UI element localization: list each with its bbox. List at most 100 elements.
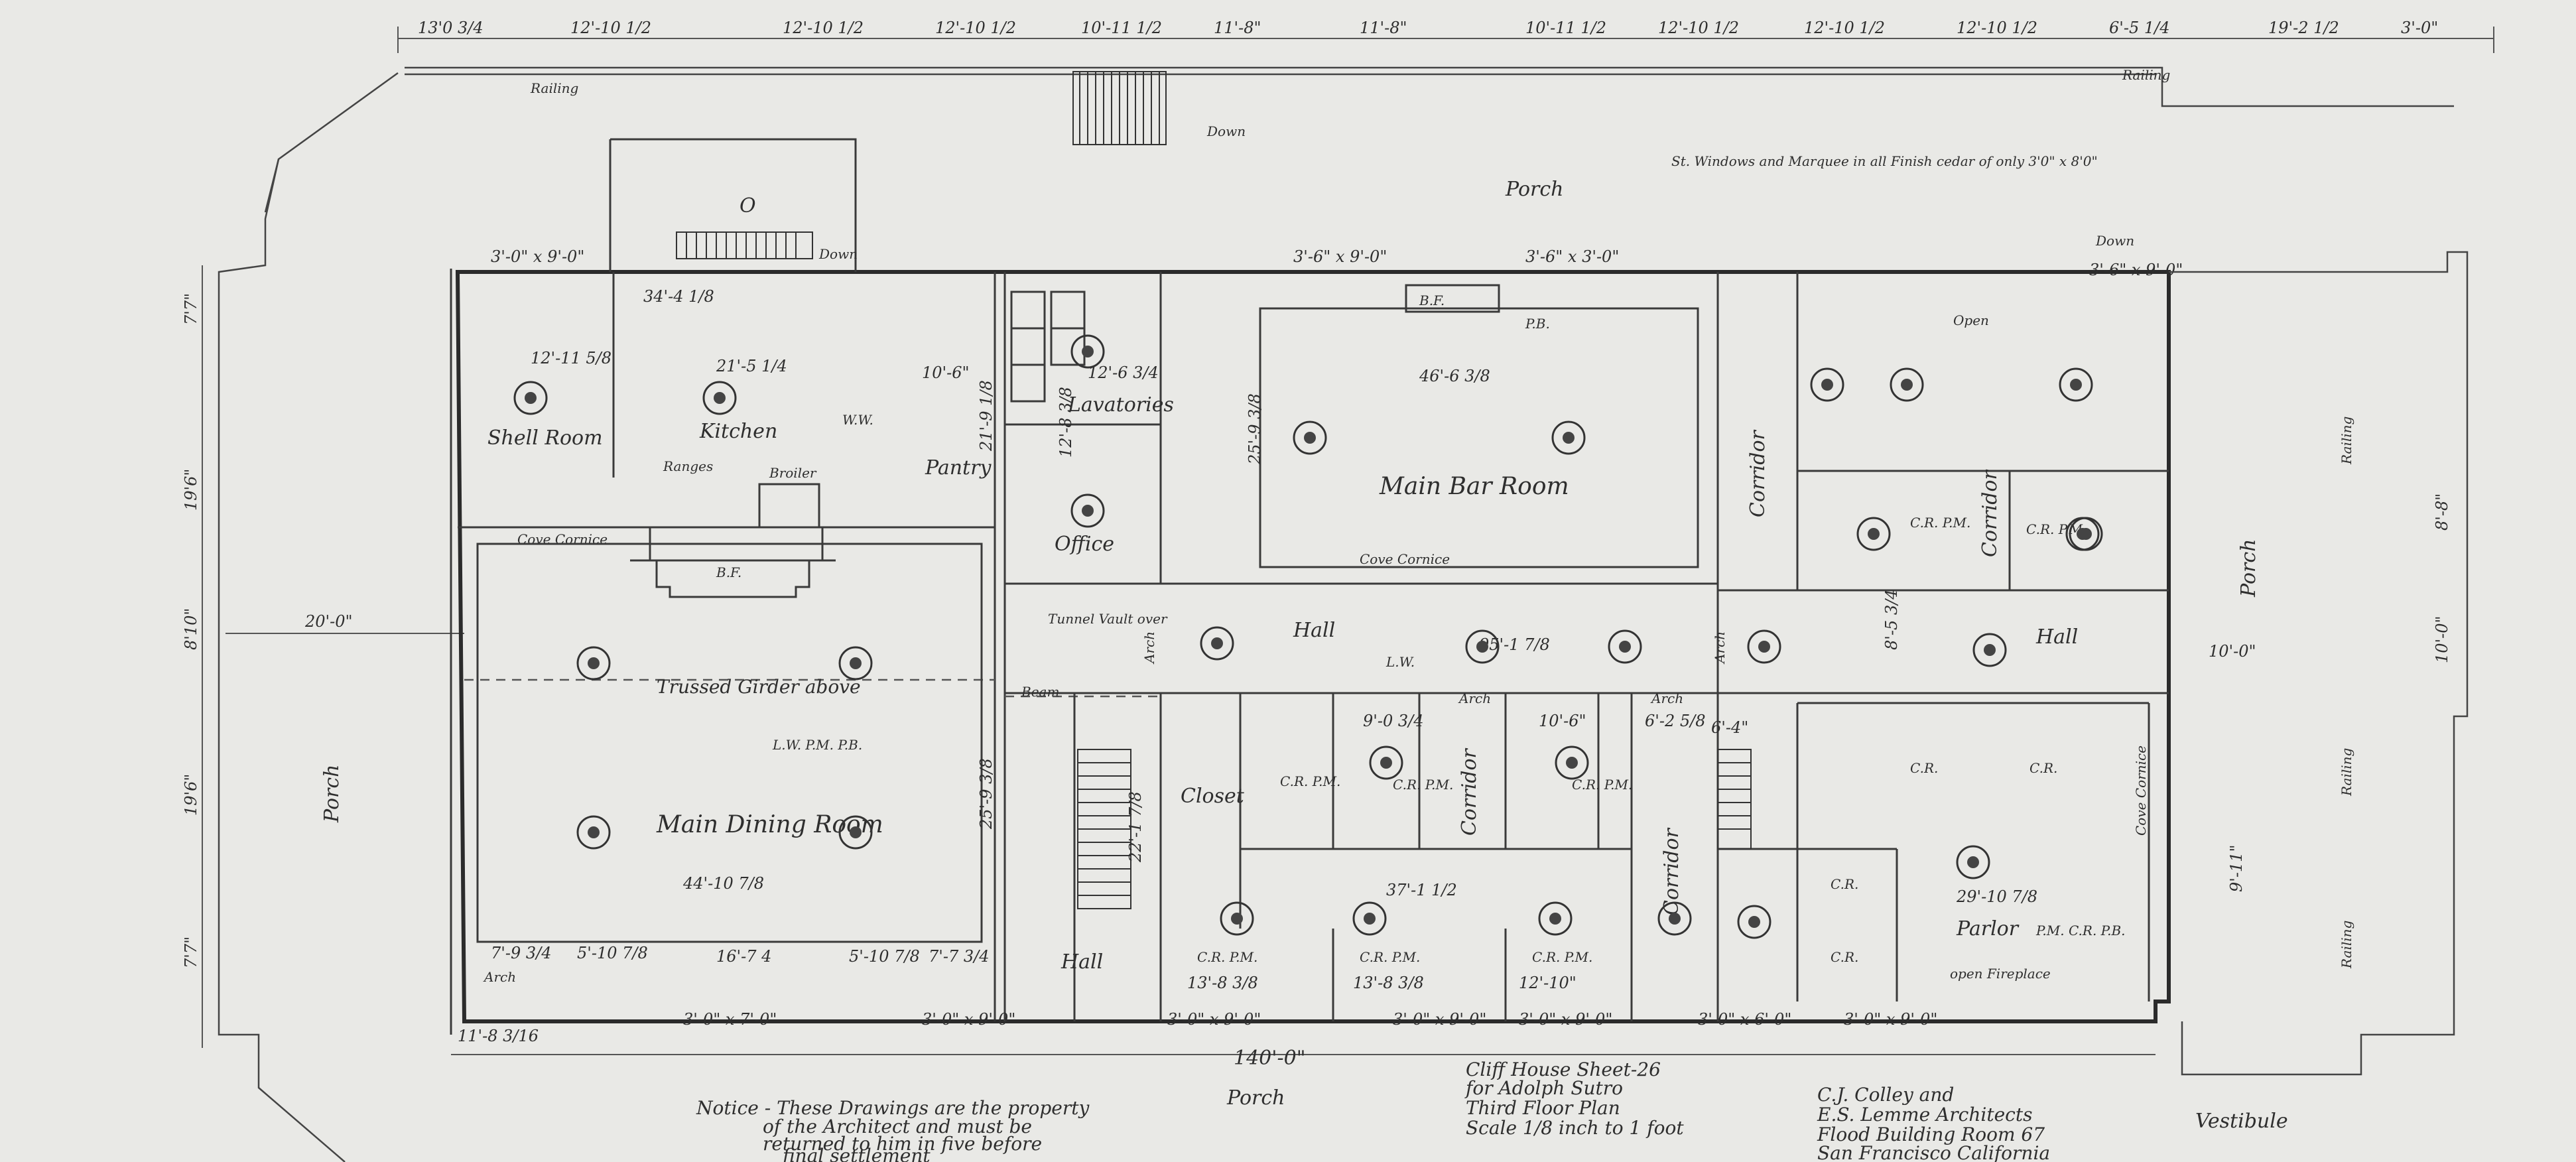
down-label-3: Down — [2095, 233, 2134, 249]
dim-right-outer-2: 10'-0" — [2433, 615, 2451, 663]
dim-top-3: 12'-10 1/2 — [783, 19, 864, 37]
dim-dining-d: 25'-9 3/8 — [977, 758, 996, 830]
column-core-4 — [1082, 505, 1094, 517]
lower-stair — [1077, 749, 1131, 909]
cr-pm-label-8: C.R. P.M. — [1532, 949, 1592, 965]
column-13 — [576, 646, 611, 680]
dim-cr-5: 37'-1 1/2 — [1386, 881, 1457, 899]
arch-3: Arch — [1650, 690, 1683, 706]
column-18 — [1465, 629, 1500, 664]
column-core-17 — [1211, 637, 1223, 649]
column-4 — [1070, 493, 1105, 528]
architects-line-1: C.J. Colley and — [1817, 1084, 1954, 1106]
dim-bottom-5: 7'-7 3/4 — [929, 947, 990, 966]
column-5 — [1293, 420, 1327, 455]
column-3 — [1070, 334, 1105, 369]
room-corridor-1: Corridor — [1746, 429, 1770, 517]
trussed-girder-label: Trussed Girder above — [657, 676, 861, 698]
notice-line-2: of the Architect and must be — [763, 1116, 1032, 1137]
column-core-20 — [1758, 641, 1770, 653]
dim-bottom-win-2: 3'-0" x 9'-0" — [922, 1010, 1015, 1029]
column-20 — [1747, 629, 1781, 664]
dim-bottom-3: 16'-7 4 — [716, 947, 771, 966]
dim-bar-d: 25'-9 3/8 — [1246, 393, 1264, 465]
dim-hall-d: 22'-1 7/8 — [1126, 791, 1145, 863]
room-corridor-4: Corridor — [1660, 827, 1683, 915]
column-28 — [1737, 905, 1771, 939]
dim-cr-7: 13'-8 3/8 — [1353, 974, 1424, 992]
column-core-19 — [1619, 641, 1631, 653]
room-pantry: Pantry — [925, 456, 992, 480]
column-9 — [2059, 367, 2093, 402]
column-7 — [1810, 367, 1844, 402]
room-porch-bottom: Porch — [1226, 1086, 1285, 1110]
column-29 — [1956, 845, 1990, 879]
dim-left-3: 8'10" — [182, 608, 200, 650]
railing-right-label-3: Railing — [2339, 921, 2354, 969]
cr-pm-pb-label: P.M. C.R. P.B. — [2035, 923, 2126, 938]
dim-window-top-4: 3'-6" x 9'-0" — [2089, 261, 2183, 279]
bf-label-1: B.F. — [716, 564, 741, 580]
cr-label-3: C.R. — [1831, 876, 1858, 892]
bf-2-box — [1405, 284, 1500, 313]
architects-line-3: Flood Building Room 67 — [1817, 1124, 2045, 1145]
dim-total-width: 140'-0" — [1234, 1047, 1306, 1070]
room-kitchen: Kitchen — [699, 420, 777, 443]
dim-cr-3: 6'-2 5/8 — [1645, 712, 1706, 730]
broiler-label: Broiler — [769, 465, 817, 481]
dim-bottom-4: 5'-10 7/8 — [849, 947, 920, 966]
arch-2: Arch — [1458, 690, 1491, 706]
dim-cr-2: 10'-6" — [1539, 712, 1586, 730]
dim-left-2: 19'6" — [182, 469, 200, 511]
column-core-1 — [525, 392, 537, 404]
column-core-8 — [1901, 379, 1913, 391]
room-office: Office — [1055, 533, 1114, 556]
column-core-24 — [1231, 913, 1243, 925]
open-label: Open — [1953, 312, 1989, 328]
dim-cr-8: 12'-10" — [1519, 974, 1577, 992]
dim-lavatory-d: 12'-6 3/4 — [1088, 363, 1159, 382]
dim-cr-4: 6'-4" — [1711, 718, 1748, 737]
room-porch-top: Porch — [1505, 178, 1564, 201]
cr-label-2: C.R. — [2029, 760, 2057, 776]
dim-top-14: 3'-0" — [2401, 19, 2438, 37]
left-dimension-string: 7'7" 19'6" 8'10" 19'6" 7'7" 20'-0" — [182, 265, 464, 1048]
dim-top-7: 11'-8" — [1360, 19, 1407, 37]
dim-bottom-2: 5'-10 7/8 — [577, 944, 648, 962]
down-label-2: Down — [818, 246, 858, 262]
dim-left-1: 7'7" — [182, 293, 200, 325]
project-line-4: Scale 1/8 inch to 1 foot — [1466, 1117, 1684, 1139]
column-22 — [1369, 745, 1403, 780]
column-core-22 — [1380, 757, 1392, 769]
column-15 — [576, 815, 611, 850]
room-porch-right: Porch — [2237, 539, 2260, 598]
column-core-7 — [1821, 379, 1833, 391]
railing-right-label-2: Railing — [2339, 748, 2354, 797]
dim-office-d: 12'-8 3/8 — [1057, 387, 1075, 458]
bar-room-inner — [1259, 307, 1699, 568]
pb-label: P.B. — [1525, 316, 1550, 332]
dim-bottom-1: 7'-9 3/4 — [491, 944, 552, 962]
dining-inner — [476, 543, 983, 943]
room-main-dining-room: Main Dining Room — [656, 811, 883, 838]
upper-interior-walls — [458, 272, 2169, 1021]
annex-o: O — [740, 194, 756, 218]
room-lavatories: Lavatories — [1067, 393, 1174, 417]
dim-left-total: 20'-0" — [304, 612, 353, 631]
column-core-14 — [850, 657, 862, 669]
dim-top-2: 12'-10 1/2 — [570, 19, 651, 37]
column-27 — [1657, 901, 1692, 936]
lw-pm-pb-label: L.W. P.M. P.B. — [772, 737, 862, 753]
dim-bottom-win-3: 3'-0" x 9'-0" — [1167, 1010, 1261, 1029]
columns — [513, 334, 2103, 939]
notice-line-3: returned to him in five before — [763, 1133, 1042, 1155]
dim-top-10: 12'-10 1/2 — [1804, 19, 1885, 37]
dim-right-1: 8'-5 3/4 — [1882, 590, 1901, 651]
dim-pantry-w: 10'-6" — [922, 363, 970, 382]
column-8 — [1890, 367, 1924, 402]
beam-label: Beam — [1021, 684, 1059, 700]
dim-window-top-1: 3'-0" x 9'-0" — [491, 247, 584, 266]
column-core-13 — [588, 657, 600, 669]
column-core-21 — [1984, 644, 1996, 656]
dim-kitchen-w: 34'-4 1/8 — [643, 287, 714, 306]
